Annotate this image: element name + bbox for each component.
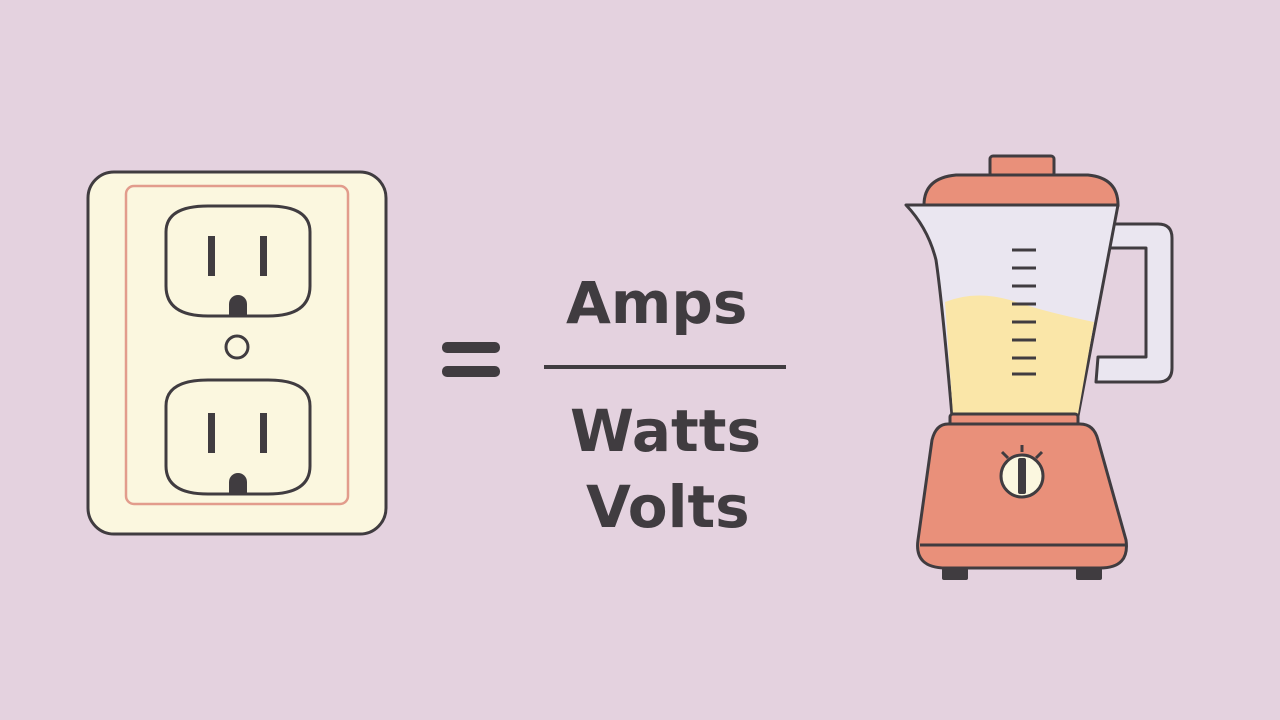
- upper-receptacle: [164, 204, 312, 318]
- upper-ground-hole: [229, 295, 247, 316]
- lower-receptacle: [164, 378, 312, 496]
- blender-handle: [1094, 222, 1174, 384]
- blender-measurement-marks: [1012, 248, 1036, 376]
- lower-ground-hole: [229, 473, 247, 494]
- blender-right-foot: [1076, 568, 1102, 580]
- upper-left-slot: [208, 236, 215, 276]
- blender-icon: [904, 154, 1174, 580]
- outlet-inner-border: [124, 184, 350, 506]
- upper-receptacle-face: [164, 204, 312, 318]
- fraction-bar: [544, 365, 786, 369]
- blender-lid-cap: [988, 154, 1056, 178]
- lower-left-slot: [208, 413, 215, 453]
- formula-denominator-volts: Volts: [586, 473, 750, 541]
- blender-lid: [922, 173, 1120, 207]
- blender-liquid: [945, 295, 1094, 414]
- equals-sign-icon: [442, 342, 500, 377]
- wall-outlet-icon: [86, 170, 388, 536]
- blender-left-foot: [942, 568, 968, 580]
- lower-receptacle-face: [164, 378, 312, 496]
- blender-speed-dial: [999, 445, 1045, 499]
- formula-denominator-watts: Watts: [570, 397, 762, 465]
- center-screw: [224, 334, 250, 360]
- upper-right-slot: [260, 236, 267, 276]
- formula-numerator-amps: Amps: [566, 269, 748, 337]
- lower-right-slot: [260, 413, 267, 453]
